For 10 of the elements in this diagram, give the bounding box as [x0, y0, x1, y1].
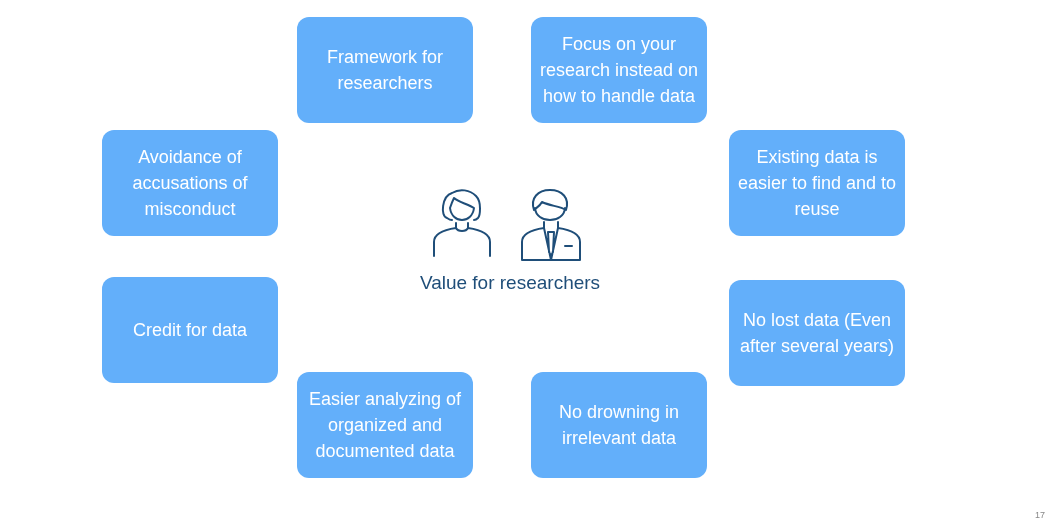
benefit-box: No lost data (Even after several years)	[729, 280, 905, 386]
page-number: 17	[1035, 510, 1045, 520]
benefit-box: Framework for researchers	[297, 17, 473, 123]
benefit-box: Existing data is easier to find and to reuse	[729, 130, 905, 236]
benefit-box: Avoidance of accusations of misconduct	[102, 130, 278, 236]
center-title: Value for researchers	[418, 272, 602, 294]
benefit-box: No drowning in irrelevant data	[531, 372, 707, 478]
benefit-box: Easier analyzing of organized and documented data	[297, 372, 473, 478]
benefit-box: Credit for data	[102, 277, 278, 383]
benefit-box: Focus on your research instead on how to handle data	[531, 17, 707, 123]
